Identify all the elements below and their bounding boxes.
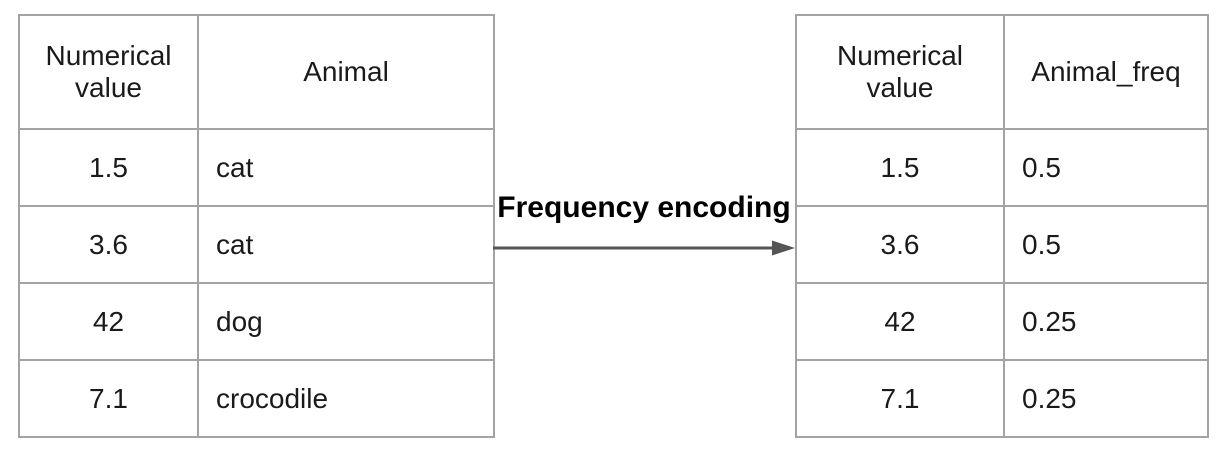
- output-cell-num-1: 3.6: [795, 205, 1005, 284]
- input-table: Numerical value Animal 1.5 cat 3.6 cat 4…: [18, 14, 495, 438]
- input-cell-num-1: 3.6: [18, 205, 199, 284]
- input-cell-num-2: 42: [18, 282, 199, 361]
- output-table-header-row: Numerical value Animal_freq: [795, 14, 1209, 130]
- table-row: 3.6 cat: [18, 205, 495, 284]
- input-table-header-row: Numerical value Animal: [18, 14, 495, 130]
- input-cell-animal-2: dog: [197, 282, 495, 361]
- input-header-animal: Animal: [197, 14, 495, 130]
- output-header-numerical-value: Numerical value: [795, 14, 1005, 130]
- table-row: 1.5 cat: [18, 128, 495, 207]
- table-row: 1.5 0.5: [795, 128, 1209, 207]
- input-cell-animal-3: crocodile: [197, 359, 495, 438]
- transform-annotation: Frequency encoding: [493, 0, 795, 462]
- table-row: 7.1 crocodile: [18, 359, 495, 438]
- output-cell-freq-2: 0.25: [1003, 282, 1209, 361]
- output-cell-freq-1: 0.5: [1003, 205, 1209, 284]
- input-cell-num-0: 1.5: [18, 128, 199, 207]
- output-cell-num-0: 1.5: [795, 128, 1005, 207]
- output-header-animal-freq: Animal_freq: [1003, 14, 1209, 130]
- output-cell-freq-0: 0.5: [1003, 128, 1209, 207]
- input-cell-animal-0: cat: [197, 128, 495, 207]
- output-cell-num-2: 42: [795, 282, 1005, 361]
- table-row: 42 0.25: [795, 282, 1209, 361]
- input-header-numerical-value: Numerical value: [18, 14, 199, 130]
- input-cell-animal-1: cat: [197, 205, 495, 284]
- transform-label: Frequency encoding: [497, 191, 791, 224]
- output-cell-num-3: 7.1: [795, 359, 1005, 438]
- table-row: 42 dog: [18, 282, 495, 361]
- output-cell-freq-3: 0.25: [1003, 359, 1209, 438]
- arrow-right-icon: [493, 240, 795, 256]
- input-cell-num-3: 7.1: [18, 359, 199, 438]
- table-row: 3.6 0.5: [795, 205, 1209, 284]
- table-row: 7.1 0.25: [795, 359, 1209, 438]
- output-table: Numerical value Animal_freq 1.5 0.5 3.6 …: [795, 14, 1209, 438]
